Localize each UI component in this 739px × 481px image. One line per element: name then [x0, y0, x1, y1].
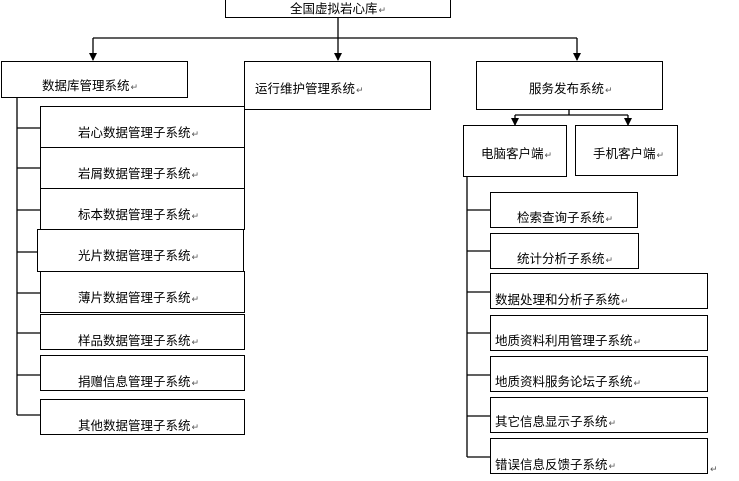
paragraph-mark: ↵	[378, 6, 387, 16]
pc-client-label: 电脑客户端	[481, 146, 544, 161]
database-ticks	[17, 127, 40, 416]
ops-system-label: 运行维护管理系统	[255, 81, 356, 96]
service-subsystem-label: 检索查询子系统	[517, 210, 605, 225]
root-node: 全国虚拟岩心库↵	[225, 0, 451, 18]
database-subsystem-7: 捐赠信息管理子系统↵	[40, 355, 245, 391]
paragraph-mark: ↵	[544, 151, 553, 161]
service-subsystem-6: 其它信息显示子系统↵	[490, 397, 708, 433]
mobile-client-label: 手机客户端	[593, 146, 656, 161]
paragraph-mark: ↵	[191, 338, 200, 348]
paragraph-mark: ↵	[191, 423, 200, 433]
database-subsystem-1: 岩心数据管理子系统↵	[40, 106, 245, 148]
database-subsystem-5: 薄片数据管理子系统↵	[40, 271, 245, 313]
service-system-node: 服务发布系统↵	[476, 61, 663, 110]
mobile-client-node: 手机客户端↵	[575, 125, 678, 176]
database-subsystem-label: 薄片数据管理子系统	[78, 290, 191, 305]
paragraph-mark: ↵	[633, 379, 642, 389]
database-subsystem-label: 其他数据管理子系统	[78, 418, 191, 433]
paragraph-mark: ↵	[191, 295, 200, 305]
ops-system-node: 运行维护管理系统↵	[244, 61, 431, 110]
service-ticks	[467, 209, 490, 458]
database-subsystem-label: 标本数据管理子系统	[78, 207, 191, 222]
database-system-label: 数据库管理系统	[42, 78, 130, 93]
paragraph-mark: ↵	[608, 462, 617, 472]
paragraph-mark: ↵	[621, 297, 629, 307]
service-subsystem-label: 其它信息显示子系统	[495, 414, 608, 429]
paragraph-mark: ↵	[191, 379, 200, 389]
service-subsystem-4: 地质资料利用管理子系统↵	[490, 315, 708, 351]
pc-client-node: 电脑客户端↵	[463, 125, 567, 177]
database-subsystem-label: 样品数据管理子系统	[78, 333, 191, 348]
paragraph-mark: ↵	[710, 465, 718, 475]
paragraph-mark: ↵	[191, 212, 200, 222]
database-subsystem-label: 捐赠信息管理子系统	[78, 374, 191, 389]
paragraph-mark: ↵	[356, 86, 364, 96]
service-subsystem-2: 统计分析子系统↵	[490, 233, 639, 269]
paragraph-mark: ↵	[191, 171, 200, 181]
database-subsystem-3: 标本数据管理子系统↵	[40, 188, 245, 230]
database-subsystem-8: 其他数据管理子系统↵	[40, 399, 245, 435]
service-subsystem-7: 错误信息反馈子系统↵	[490, 438, 708, 474]
database-subsystem-6: 样品数据管理子系统↵	[40, 314, 245, 350]
service-subsystem-label: 统计分析子系统	[517, 251, 605, 266]
database-subsystem-label: 岩屑数据管理子系统	[78, 166, 191, 181]
paragraph-mark: ↵	[191, 253, 200, 263]
service-subsystem-1: 检索查询子系统↵	[490, 192, 638, 228]
service-subsystem-label: 地质资料服务论坛子系统	[495, 374, 633, 389]
paragraph-mark: ↵	[191, 130, 200, 140]
database-subsystem-2: 岩屑数据管理子系统↵	[40, 147, 245, 189]
database-subsystem-label: 光片数据管理子系统	[78, 248, 191, 263]
paragraph-mark: ↵	[608, 419, 617, 429]
service-subsystem-label: 错误信息反馈子系统	[495, 457, 608, 472]
database-subsystem-4: 光片数据管理子系统↵	[37, 229, 244, 272]
paragraph-mark: ↵	[605, 215, 614, 225]
database-system-node: 数据库管理系统↵	[1, 61, 188, 98]
paragraph-mark: ↵	[605, 256, 614, 266]
service-subsystem-label: 地质资料利用管理子系统	[495, 333, 633, 348]
service-subsystem-3: 数据处理和分析子系统↵	[490, 273, 708, 309]
service-subsystem-label: 数据处理和分析子系统	[495, 292, 621, 307]
service-system-label: 服务发布系统	[529, 81, 605, 96]
paragraph-mark: ↵	[130, 83, 139, 93]
service-subsystem-5: 地质资料服务论坛子系统↵	[490, 356, 708, 392]
paragraph-mark: ↵	[605, 86, 613, 96]
paragraph-mark: ↵	[633, 338, 642, 348]
paragraph-mark: ↵	[656, 151, 665, 161]
root-label: 全国虚拟岩心库	[289, 1, 378, 16]
database-subsystem-label: 岩心数据管理子系统	[78, 125, 191, 140]
